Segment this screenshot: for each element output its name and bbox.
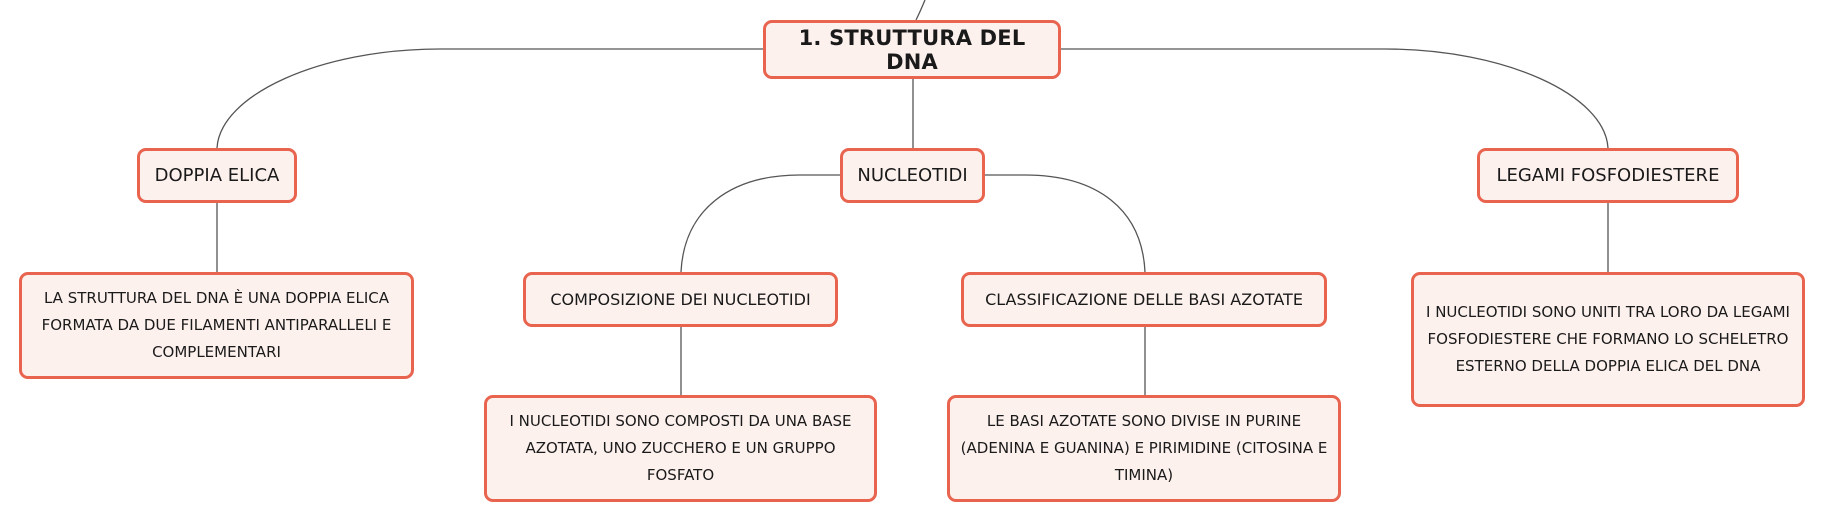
node-doppia-elica[interactable]: DOPPIA ELICA: [137, 148, 297, 203]
node-label: NUCLEOTIDI: [857, 165, 968, 186]
detail-text: LA STRUTTURA DEL DNA È UNA DOPPIA ELICA …: [41, 289, 392, 361]
detail-doppia-elica[interactable]: LA STRUTTURA DEL DNA È UNA DOPPIA ELICA …: [19, 272, 414, 379]
node-label: LEGAMI FOSFODIESTERE: [1496, 165, 1720, 186]
node-composizione-nucleotidi[interactable]: COMPOSIZIONE DEI NUCLEOTIDI: [523, 272, 838, 327]
node-nucleotidi[interactable]: NUCLEOTIDI: [840, 148, 985, 203]
connector-nucleotidi-composizione: [680, 174, 840, 273]
detail-text: I NUCLEOTIDI SONO COMPOSTI DA UNA BASE A…: [509, 412, 852, 484]
node-classificazione-basi-azotate[interactable]: CLASSIFICAZIONE DELLE BASI AZOTATE: [961, 272, 1327, 327]
connector-nucleotidi-classificazione: [985, 174, 1146, 273]
root-node[interactable]: 1. STRUTTURA DEL DNA: [763, 20, 1061, 79]
detail-legami-fosfodiestere[interactable]: I NUCLEOTIDI SONO UNITI TRA LORO DA LEGA…: [1411, 272, 1805, 407]
connector-root-legami: [1061, 48, 1609, 149]
detail-composizione-nucleotidi[interactable]: I NUCLEOTIDI SONO COMPOSTI DA UNA BASE A…: [484, 395, 877, 502]
detail-text: LE BASI AZOTATE SONO DIVISE IN PURINE (A…: [960, 412, 1328, 484]
connector-root-doppia-elica: [216, 48, 763, 149]
root-label: 1. STRUTTURA DEL DNA: [798, 25, 1026, 74]
connector-incoming: [915, 0, 926, 21]
detail-classificazione-basi-azotate[interactable]: LE BASI AZOTATE SONO DIVISE IN PURINE (A…: [947, 395, 1341, 502]
node-label: CLASSIFICAZIONE DELLE BASI AZOTATE: [985, 290, 1303, 309]
node-legami-fosfodiestere[interactable]: LEGAMI FOSFODIESTERE: [1477, 148, 1739, 203]
node-label: DOPPIA ELICA: [154, 165, 280, 186]
detail-text: I NUCLEOTIDI SONO UNITI TRA LORO DA LEGA…: [1426, 303, 1790, 375]
node-label: COMPOSIZIONE DEI NUCLEOTIDI: [550, 290, 811, 309]
